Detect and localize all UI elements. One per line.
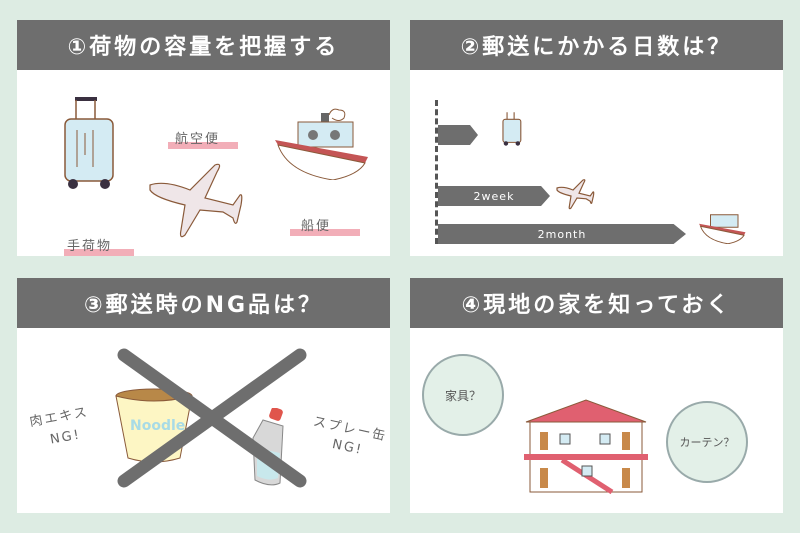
panel-title: ①荷物の容量を把握する xyxy=(17,20,390,70)
bubble-furniture: 家具？ xyxy=(422,354,504,436)
label-carry-on: 手荷物 xyxy=(67,239,113,254)
bar-2week: 2week xyxy=(438,186,550,206)
bar-2month: 2month xyxy=(438,224,686,244)
prohibited-x-icon xyxy=(117,348,307,488)
label-meat-ng: NG! xyxy=(48,427,83,448)
panel-local-house: ④現地の家を知っておく 家具？ カーテン？ xyxy=(410,278,783,513)
panel-title: ③郵送時のNG品は？ xyxy=(17,278,390,328)
airplane-icon xyxy=(556,179,595,210)
suitcase-icon xyxy=(64,97,114,189)
ship-icon xyxy=(699,214,746,244)
bar-short xyxy=(438,125,478,145)
panel-ng-items: ③郵送時のNG品は？ 肉エキス NG! Noodle スプレー缶 NG! xyxy=(17,278,390,513)
panel-shipping-days: ②郵送にかかる日数は？ 2week 2month xyxy=(410,20,783,256)
panel-title: ②郵送にかかる日数は？ xyxy=(410,20,783,70)
label-air-mail: 航空便 xyxy=(175,132,221,147)
label-meat-extract: 肉エキス xyxy=(28,404,90,431)
panel-title: ④現地の家を知っておく xyxy=(410,278,783,328)
bubble-curtain: カーテン？ xyxy=(666,401,748,483)
label-ship-mail: 船便 xyxy=(301,219,332,234)
noodle-text: Noodle xyxy=(130,418,185,434)
panel-luggage: ①荷物の容量を把握する 手荷物 航空便 船便 xyxy=(17,20,390,256)
label-spray-ng: NG! xyxy=(330,436,365,459)
label-spray-can: スプレー缶 xyxy=(311,414,389,445)
house-icon xyxy=(524,399,648,495)
timeline-axis xyxy=(435,100,438,244)
airplane-icon xyxy=(149,163,243,238)
ship-icon xyxy=(275,108,368,180)
suitcase-icon xyxy=(502,112,522,146)
